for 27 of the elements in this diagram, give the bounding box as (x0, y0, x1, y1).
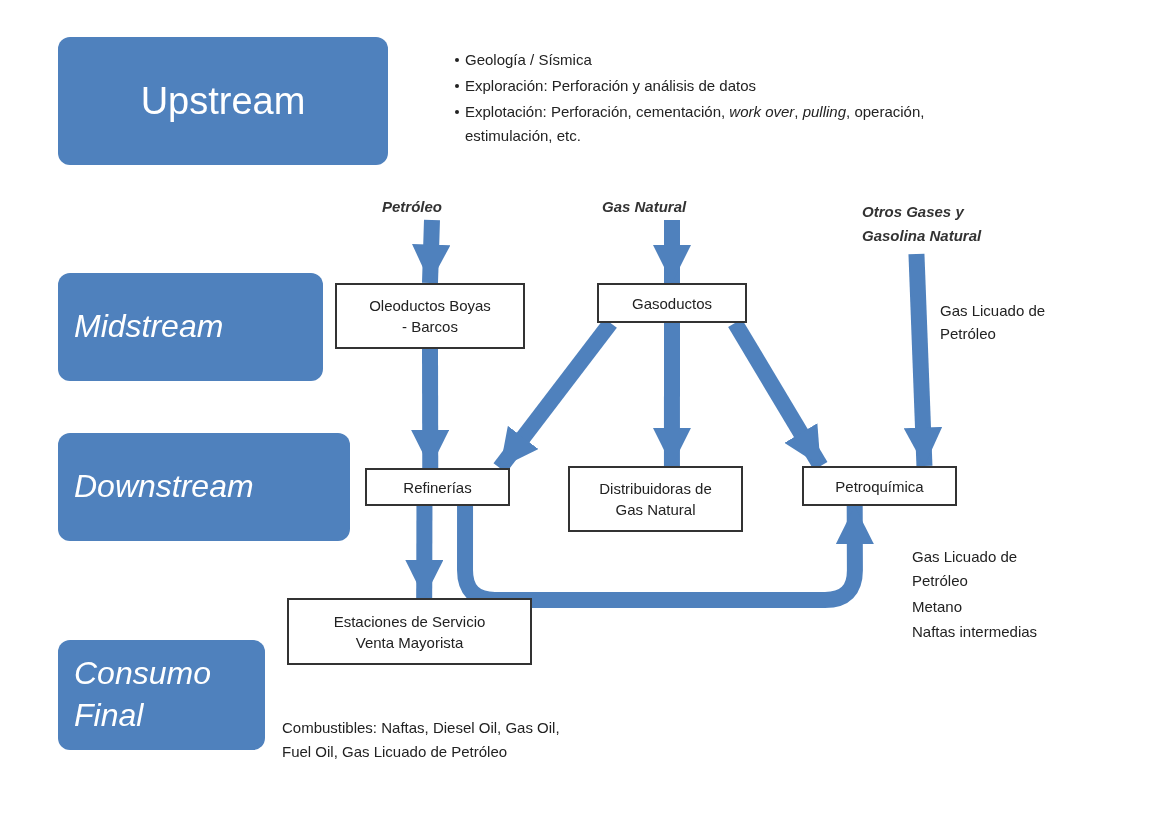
process-box: Oleoductos Boyas - Barcos (335, 283, 525, 349)
block-arrow (457, 505, 874, 608)
block-arrow (903, 253, 943, 467)
stage-band: Consumo Final (58, 640, 265, 750)
note-text: Naftas intermedias (912, 622, 1038, 642)
bullet-item: Geología / Sísmica (465, 50, 592, 70)
note-text: Combustibles: Naftas, Diesel Oil, Gas Oil, Fuel Oil, Gas Licuado de Petróleo (282, 718, 561, 762)
note-text: Metano (912, 597, 963, 617)
block-arrow (412, 219, 451, 284)
note-text: Gas Licuado de Petróleo (912, 547, 1019, 591)
stage-band: Upstream (58, 37, 388, 165)
source-label: Petróleo (382, 194, 482, 220)
block-arrow (652, 323, 692, 466)
block-arrow (410, 348, 450, 469)
process-box: Refinerías (365, 468, 510, 506)
block-arrow (652, 220, 692, 283)
bullet-item: Explotación: Perforación, cementación, work over, pulling, operación, estimulación, etc. (465, 102, 926, 146)
stage-band: Midstream (58, 273, 323, 381)
process-box: Gasoductos (597, 283, 747, 323)
bullet-item: Exploración: Perforación y análisis de datos (465, 76, 756, 96)
process-box: Petroquímica (802, 466, 957, 506)
source-label: Otros Gases y Gasolina Natural (862, 194, 1027, 254)
process-box: Estaciones de Servicio Venta Mayorista (287, 598, 532, 665)
stage-band: Downstream (58, 433, 350, 541)
source-label: Gas Natural (602, 194, 742, 220)
block-arrow (405, 505, 444, 599)
process-box: Distribuidoras de Gas Natural (568, 466, 743, 532)
